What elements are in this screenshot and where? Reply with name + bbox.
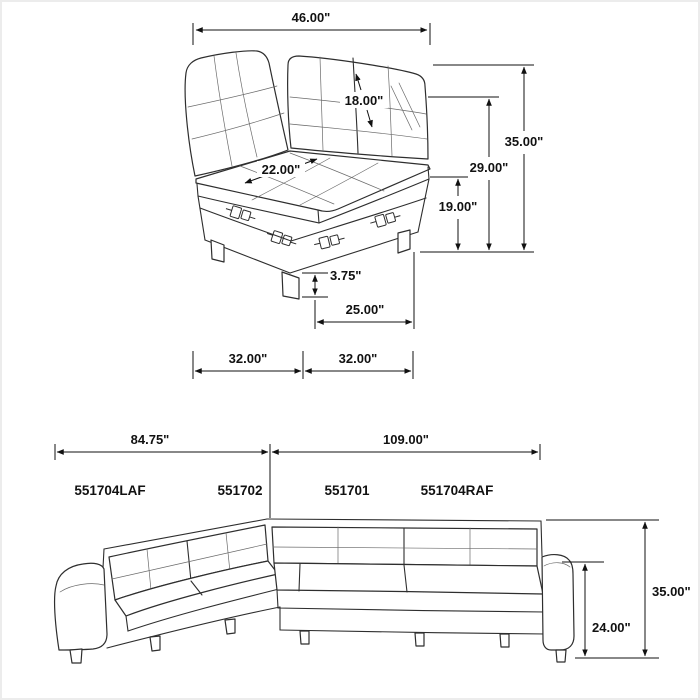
leg	[414, 632, 425, 647]
corner-sofa-art	[184, 50, 431, 300]
dim-25-label: 25.00"	[346, 302, 385, 317]
tuft-lines	[111, 532, 268, 591]
tuft-lines	[272, 526, 538, 567]
dim-bottom-widths: 32.00" 32.00"	[192, 351, 414, 379]
dim-35-label: 35.00"	[505, 134, 544, 149]
tuft-lines	[187, 52, 285, 167]
right-arm	[541, 554, 575, 651]
dim-19-label: 19.00"	[439, 199, 478, 214]
dim-back-cushion: 18.00"	[340, 73, 388, 128]
left-arm	[53, 562, 108, 651]
sectional-sofa-art	[53, 518, 575, 664]
dim-18-label: 18.00"	[345, 93, 384, 108]
leg	[299, 630, 310, 645]
dim-heights: 35.00" 29.00" 19.00"	[420, 64, 544, 253]
corner-unit-diagram: 46.00" 18.00" 22.00" 35.00" 29	[184, 10, 544, 379]
dim-8475-label: 84.75"	[131, 432, 170, 447]
left-back-cushion	[184, 50, 289, 177]
dim-leg-height: 3.75"	[302, 268, 361, 298]
strap-buckle	[266, 230, 297, 247]
leg	[555, 649, 567, 663]
base-frame	[196, 166, 430, 274]
leg	[281, 271, 300, 300]
part-label-551704raf: 551704RAF	[421, 483, 494, 498]
dim-29-label: 29.00"	[470, 160, 509, 175]
dim-sectional-widths: 84.75" 109.00"	[54, 432, 541, 518]
strap-buckle	[225, 205, 256, 222]
part-labels: 551704LAF 551702 551701 551704RAF	[74, 483, 493, 498]
dim-375-label: 3.75"	[330, 268, 361, 283]
right-back-rail	[266, 518, 542, 522]
dim-top-width: 46.00"	[192, 10, 431, 45]
left-base-rail	[106, 606, 281, 649]
tuft-lines	[239, 152, 385, 206]
dim-32-left-label: 32.00"	[229, 351, 268, 366]
legs	[69, 618, 567, 664]
leg	[224, 618, 236, 635]
part-label-551701: 551701	[324, 483, 370, 498]
part-label-551704laf: 551704LAF	[74, 483, 145, 498]
right-base-rail	[279, 611, 547, 635]
dim-109-label: 109.00"	[383, 432, 429, 447]
sectional-diagram: 84.75" 109.00" 551704LAF 551702 551701 5…	[53, 432, 691, 664]
tuft-lines	[298, 563, 408, 593]
leg	[69, 648, 83, 664]
leg	[397, 229, 411, 254]
leg	[499, 633, 510, 648]
dim-front-base: 25.00"	[314, 252, 415, 329]
tuft-lines	[289, 56, 428, 157]
dim-22-label: 22.00"	[262, 162, 301, 177]
leg	[210, 239, 225, 263]
left-seat-front	[125, 573, 280, 632]
right-seat-front	[276, 589, 546, 613]
dim-sectional-heights: 35.00" 24.00"	[546, 519, 691, 659]
legs	[210, 229, 411, 300]
leg	[149, 635, 161, 652]
dim-24-label: 24.00"	[592, 620, 631, 635]
right-seat-cushions	[273, 562, 544, 595]
dim-46-label: 46.00"	[292, 10, 331, 25]
dim-seat-depth: 22.00"	[244, 158, 318, 184]
strap-buckle	[370, 212, 401, 228]
dim-32-right-label: 32.00"	[339, 351, 378, 366]
part-label-551702: 551702	[217, 483, 262, 498]
strap-buckle	[314, 234, 345, 250]
left-back-rail	[103, 518, 268, 550]
dim-35-sectional-label: 35.00"	[652, 584, 691, 599]
